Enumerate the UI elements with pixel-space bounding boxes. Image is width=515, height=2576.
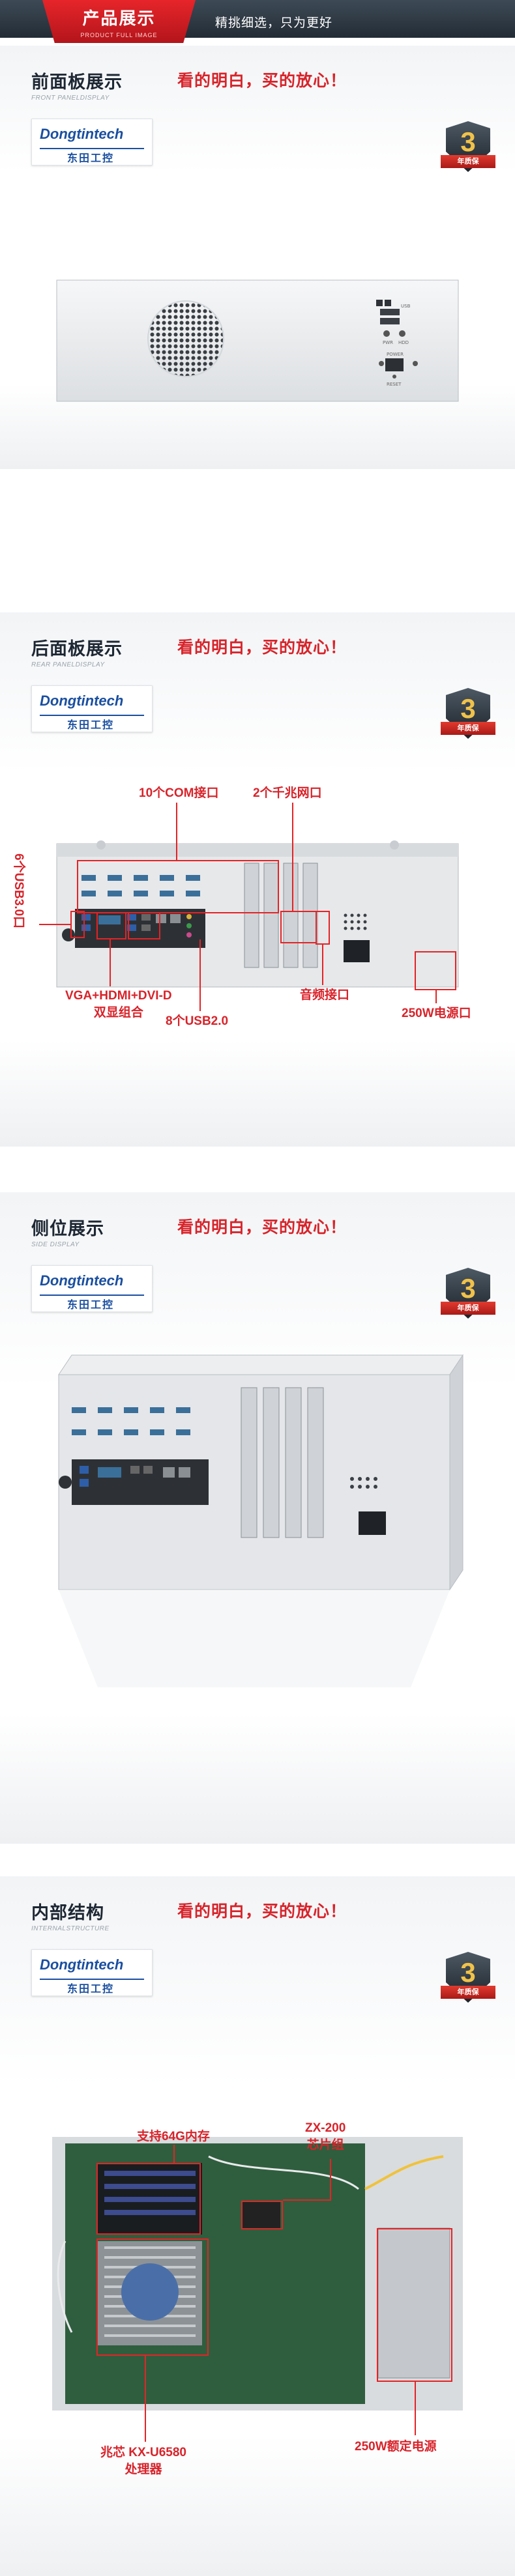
callout-psu: 250W电源口 [402,1007,471,1020]
com-ports-box [77,860,279,913]
video-box [96,912,126,939]
badge-number: 3 [460,693,476,724]
badge-number: 3 [460,1957,476,1988]
callout-video: VGA+HDMI+DVI-D 双显组合 [65,988,172,1022]
section-slogan: 看的明白，买的放心！ [177,1218,347,1237]
section-title: 前面板展示 [31,72,123,92]
logo-cn-text: 东田工控 [63,149,119,165]
callout-usb2: 8个USB2.0 [166,1014,229,1028]
logo-cn-text: 东田工控 [63,1980,119,1996]
badge-text: 年质保 [441,1986,495,1999]
callout-psu-internal: 250W额定电源 [355,2440,437,2454]
section-slogan: 看的明白，买的放心！ [177,1902,347,1921]
section-front-panel: 前面板展示 FRONT PANELDISPLAY 看的明白，买的放心！ Dong… [0,46,515,469]
callout-chipset: ZX-200 芯片组 [305,2120,346,2154]
badge-text: 年质保 [441,722,495,735]
psu-box [415,951,456,990]
brand-logo: Dongtintech 东田工控 [31,1949,153,1996]
psu-box [377,2228,452,2382]
cpu-box [96,2239,209,2356]
logo-wordmark: Dongtintech [40,693,124,709]
memory-box [96,2163,201,2235]
callout-usb3: 6个USB3.0口 [12,853,25,929]
section-subtitle: SIDE DISPLAY [31,1241,80,1248]
callout-chipset-line1: ZX-200 [305,2121,346,2135]
banner-tab: 产品展示 PRODUCT FULL IMAGE [42,0,196,43]
warranty-badge: 3 年质保 [438,1949,498,2016]
warranty-badge: 3 年质保 [438,1265,498,1332]
callout-memory: 支持64G内存 [137,2130,210,2143]
section-subtitle: REAR PANELDISPLAY [31,661,105,668]
front-panel-photo: USB PWR HDD POWER RESET [56,279,459,402]
usb2-box [128,912,160,939]
logo-cn-text: 东田工控 [63,716,119,732]
logo-wordmark: Dongtintech [40,1272,124,1289]
callout-cpu-line1: 兆芯 KX-U6580 [100,2446,186,2459]
lan-ports-box [280,911,317,943]
pwr-label: PWR [383,340,393,345]
callout-video-line1: VGA+HDMI+DVI-D [65,989,172,1003]
banner-subtitle: PRODUCT FULL IMAGE [80,32,158,38]
callout-com: 10个COM接口 [139,786,219,800]
section-title: 后面板展示 [31,639,123,659]
section-heading: 前面板展示 FRONT PANELDISPLAY [31,68,123,102]
logo-wordmark: Dongtintech [40,126,124,142]
callout-video-line2: 双显组合 [93,1006,143,1020]
brand-logo: Dongtintech 东田工控 [31,685,153,732]
internal-photo [52,2137,463,2411]
reset-label: RESET [387,382,402,387]
section-rear-panel: 后面板展示 REAR PANELDISPLAY 看的明白，买的放心！ Dongt… [0,612,515,1147]
badge-number: 3 [460,1273,476,1304]
banner-slogan: 精挑细选，只为更好 [215,16,333,30]
brand-logo: Dongtintech 东田工控 [31,1265,153,1312]
section-title: 内部结构 [31,1903,104,1923]
section-slogan: 看的明白，买的放心！ [177,72,347,90]
callout-cpu: 兆芯 KX-U6580 处理器 [100,2444,186,2478]
section-slogan: 看的明白，买的放心！ [177,638,347,657]
top-banner: 产品展示 PRODUCT FULL IMAGE 精挑细选，只为更好 [0,0,515,43]
rear-panel-photo [56,840,459,988]
section-side-view: 侧位展示 SIDE DISPLAY 看的明白，买的放心！ Dongtintech… [0,1192,515,1844]
badge-text: 年质保 [441,1302,495,1315]
section-heading: 侧位展示 SIDE DISPLAY [31,1214,104,1248]
section-title: 侧位展示 [31,1219,104,1238]
callout-lan: 2个千兆网口 [253,786,322,800]
callout-cpu-line2: 处理器 [125,2463,162,2476]
section-subtitle: INTERNALSTRUCTURE [31,1925,110,1932]
warranty-badge: 3 年质保 [438,685,498,752]
callout-audio: 音频接口 [300,988,350,1002]
brand-logo: Dongtintech 东田工控 [31,119,153,165]
logo-wordmark: Dongtintech [40,1956,124,1973]
section-heading: 后面板展示 REAR PANELDISPLAY [31,635,123,668]
callout-chipset-line2: 芯片组 [306,2138,344,2152]
badge-number: 3 [460,126,476,157]
side-view-photo [58,1354,464,1687]
warranty-badge: 3 年质保 [438,119,498,185]
logo-cn-text: 东田工控 [63,1296,119,1311]
power-label: POWER [387,352,404,357]
section-heading: 内部结构 INTERNALSTRUCTURE [31,1898,110,1932]
section-subtitle: FRONT PANELDISPLAY [31,94,110,102]
hdd-label: HDD [398,340,409,345]
audio-box [316,911,330,945]
banner-title: 产品展示 [82,8,156,28]
usb-label: USB [401,304,411,309]
usb3-box [70,911,85,938]
chipset-box [241,2201,283,2229]
section-internal-structure: 内部结构 INTERNALSTRUCTURE 看的明白，买的放心！ Dongti… [0,1876,515,2576]
badge-text: 年质保 [441,155,495,168]
